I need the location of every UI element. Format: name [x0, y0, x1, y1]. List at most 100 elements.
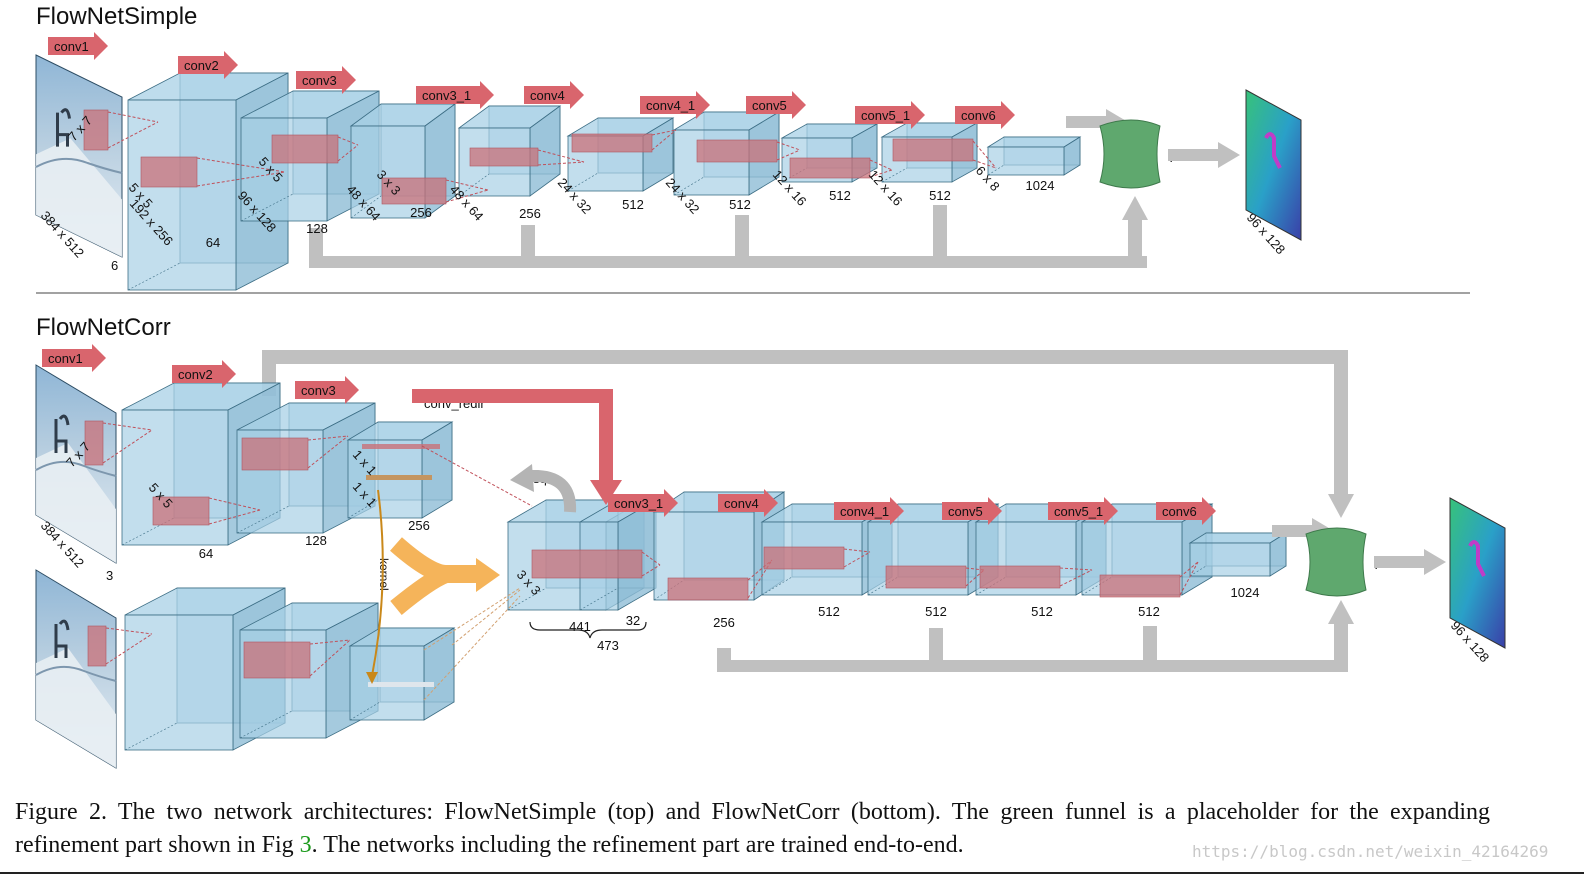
layer-arrow-shape: [295, 376, 359, 404]
top-channels-3: 256: [519, 206, 541, 221]
bottom-prediction-output: [1449, 497, 1506, 649]
bottom-arrow-conv2: conv2: [172, 360, 236, 388]
kernel-patch: [241, 437, 309, 471]
bottom-skip-riser: [929, 628, 943, 666]
top-channels-0: 64: [206, 235, 220, 250]
block-hidden-edge: [579, 587, 619, 611]
top-channels-4: 512: [622, 197, 644, 212]
bottom-channels-7: 512: [1138, 604, 1160, 619]
bottom-skip-riser: [1143, 626, 1157, 666]
skip-connections: [262, 196, 1354, 672]
top-refine: [1099, 119, 1161, 189]
refinement-funnel: [1305, 527, 1367, 597]
layer-arrow-label: conv3_1: [614, 496, 663, 511]
receptive-field-lines: [445, 179, 489, 203]
kernel-patch: [243, 641, 311, 679]
bottom-channels-3: 256: [713, 615, 735, 630]
layer-arrow-label: conv4: [530, 88, 565, 103]
bottom-input-channels: 3: [106, 568, 113, 583]
top-prediction-output: [1245, 89, 1302, 241]
top-channels-1: 128: [306, 221, 328, 236]
kernel-patch: [892, 138, 974, 162]
block-hidden-edge: [236, 505, 290, 534]
layer-arrow-shape: [1048, 497, 1118, 525]
kernel-patch: [763, 546, 845, 570]
receptive-field-lines: [337, 136, 359, 162]
kernel-patch: [140, 156, 198, 188]
layer-arrow-label: conv1: [54, 39, 89, 54]
conv-redir-arrow-shaft: [412, 389, 613, 482]
top-arrow-conv6: conv6: [955, 101, 1015, 129]
top-input-channels: 6: [111, 258, 118, 273]
layer-arrow-label: conv1: [48, 351, 83, 366]
bottom-skip-arrowhead: [1328, 600, 1354, 624]
bottom-arrow-conv1: conv1: [42, 344, 106, 372]
input-images: [35, 54, 123, 769]
corr-patch-b: [368, 682, 434, 687]
receptive-field-lines: [651, 129, 677, 151]
layer-arrow-shape: [48, 32, 108, 60]
flow-chair-shape: [1264, 132, 1282, 169]
layer-arrow-label: conv4_1: [646, 98, 695, 113]
mountain-ridge: [35, 460, 117, 477]
top-input-patch: [83, 109, 109, 151]
layer-arrow-label: conv5_1: [861, 108, 910, 123]
kernel-patch: [271, 134, 339, 164]
bottom-title: FlowNetCorr: [36, 314, 171, 341]
bottom-input-image-1: [35, 364, 117, 564]
bottom-refine: [1305, 527, 1367, 597]
block-front-face: [987, 146, 1065, 176]
bottom-channels-6: 512: [1031, 604, 1053, 619]
block-hidden-edge: [761, 576, 793, 596]
block-hidden-edge: [349, 701, 381, 721]
top-arrow-conv3: conv3: [296, 66, 356, 94]
block-hidden-edge: [987, 164, 1005, 176]
mountain-ridge: [35, 665, 117, 682]
top-skip-riser: [521, 225, 535, 262]
top-skip-arrowhead: [1122, 196, 1148, 220]
receptive-field-lines: [102, 422, 153, 464]
kernel-patch: [571, 133, 653, 153]
receptive-field-lines: [307, 435, 349, 469]
kernel-patches: [83, 109, 1199, 701]
bottom-skip-up: [1334, 624, 1348, 672]
sqrt-arrowhead: [510, 464, 534, 492]
top-channels-8: 1024: [1026, 178, 1055, 193]
bottom-arrow-conv3: conv3: [295, 376, 359, 404]
caption-figure-ref[interactable]: 3: [299, 832, 312, 858]
receptive-field-lines: [105, 627, 153, 665]
receptive-field-lines: [972, 140, 997, 169]
kernel-arrow: [371, 489, 384, 677]
chair-silhouette: [54, 619, 70, 658]
chair-silhouette: [54, 414, 70, 453]
caption-part2: . The networks including the refinement …: [311, 832, 964, 858]
refinement-funnel: [1099, 119, 1161, 189]
block-front-face: [127, 99, 237, 291]
block-hidden-edge: [240, 193, 294, 222]
layer-arrow-shape: [855, 101, 925, 129]
block-hidden-edge: [239, 710, 293, 739]
corr-arrowhead: [476, 558, 500, 592]
bottom-arrow-conv5: conv5: [942, 497, 1002, 525]
top-skip-riser: [735, 215, 749, 262]
layer-arrow-label: conv5: [948, 504, 983, 519]
top-skip-up: [1128, 220, 1142, 268]
top-skip-riser: [933, 205, 947, 262]
kernel-patch: [885, 565, 967, 589]
corr-patch-a: [366, 475, 432, 480]
block-hidden-edge: [1189, 565, 1207, 577]
layer-arrow-shape: [172, 360, 236, 388]
bottom-arrow-conv3_1: conv3_1: [608, 489, 678, 517]
layer-arrow-shape: [608, 489, 678, 517]
top-block-conv6: [986, 136, 1082, 176]
concat-b: 32: [626, 613, 640, 628]
block-top-face: [1188, 532, 1288, 544]
top-skip-riser: [309, 228, 323, 262]
bottom-top-arrowhead: [1328, 494, 1354, 518]
sqrt-arrow-shaft: [530, 470, 577, 513]
layer-arrow-shape: [1156, 497, 1216, 525]
bottom-channels-4: 512: [818, 604, 840, 619]
block-front-face: [1189, 542, 1271, 577]
top-arrow-conv4_1: conv4_1: [640, 91, 710, 119]
mountain-snow: [36, 648, 116, 768]
